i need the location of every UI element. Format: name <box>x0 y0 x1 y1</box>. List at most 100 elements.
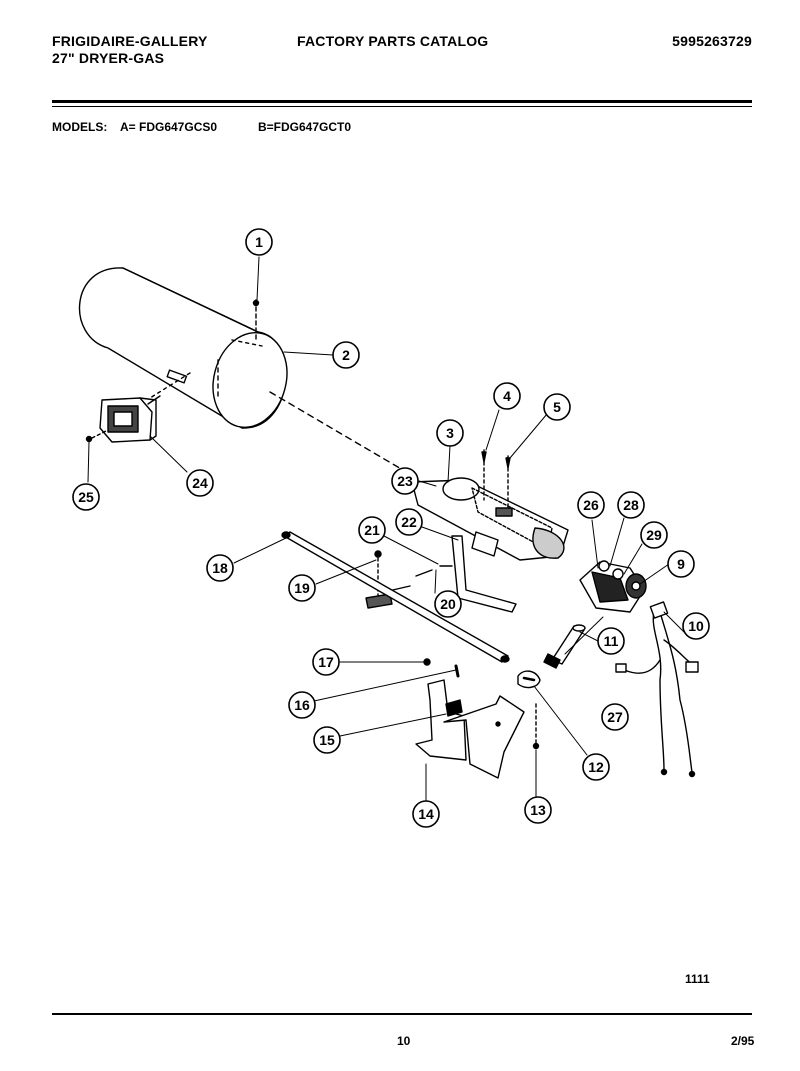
callout-number: 24 <box>192 475 208 491</box>
callout-number: 11 <box>604 633 619 649</box>
callout-number: 1 <box>255 234 263 250</box>
callout-17: 17 <box>312 648 340 676</box>
callout-20: 20 <box>434 590 462 618</box>
callout-9: 9 <box>667 550 695 578</box>
callout-number: 10 <box>688 618 704 634</box>
leader-lines <box>87 256 685 802</box>
callout-circle <box>395 508 423 536</box>
callout-13: 13 <box>524 796 552 824</box>
wiring-harness-part <box>615 601 699 778</box>
callout-2: 2 <box>332 341 360 369</box>
callout-3: 3 <box>436 419 464 447</box>
callout-circle <box>582 753 610 781</box>
callout-29: 29 <box>640 521 668 549</box>
callout-25: 25 <box>72 483 100 511</box>
callout-circle <box>391 467 419 495</box>
header-rule-thick <box>52 100 752 103</box>
callout-circle <box>313 726 341 754</box>
callout-number: 5 <box>553 399 561 415</box>
footer-rule <box>52 1013 752 1015</box>
callout-number: 29 <box>646 527 662 543</box>
gas-pipe-part <box>281 531 510 663</box>
drum-switch-part <box>85 372 191 443</box>
drawing-number: 1111 <box>685 972 710 986</box>
callout-number: 28 <box>623 497 639 513</box>
callout-number: 19 <box>294 580 310 596</box>
callout-number: 9 <box>677 556 685 572</box>
callout-circle <box>640 521 668 549</box>
callout-circle <box>617 491 645 519</box>
callout-number: 26 <box>583 497 599 513</box>
callout-circle <box>245 228 273 256</box>
callout-number: 22 <box>401 514 417 530</box>
callout-circle <box>436 419 464 447</box>
callout-10: 10 <box>682 612 710 640</box>
callout-11: 11 <box>597 627 625 655</box>
callout-number: 27 <box>607 709 623 725</box>
callout-number: 13 <box>530 802 546 818</box>
callout-circle <box>667 550 695 578</box>
gas-valve-part <box>579 560 647 613</box>
callout-24: 24 <box>186 469 214 497</box>
callout-circle <box>577 491 605 519</box>
callout-number: 23 <box>397 473 413 489</box>
catalog-title: FACTORY PARTS CATALOG <box>297 33 489 49</box>
callout-circle <box>206 554 234 582</box>
header-rule-thin <box>52 106 752 107</box>
callout-4: 4 <box>493 382 521 410</box>
callout-circle <box>682 612 710 640</box>
callout-22: 22 <box>395 508 423 536</box>
burner-assembly-part <box>411 449 569 561</box>
callout-circle <box>434 590 462 618</box>
callout-number: 12 <box>588 759 604 775</box>
catalog-brand: FRIGIDAIRE-GALLERY <box>52 33 208 49</box>
callout-circle <box>288 574 316 602</box>
callout-26: 26 <box>577 491 605 519</box>
models-line: MODELS: A= FDG647GCS0 B=FDG647GCT0 <box>52 120 351 134</box>
callout-number: 17 <box>318 654 334 670</box>
models-label: MODELS: <box>52 120 108 134</box>
burner-bracket-part <box>415 658 540 779</box>
callout-12: 12 <box>582 753 610 781</box>
callout-number: 2 <box>342 347 350 363</box>
callout-14: 14 <box>412 800 440 828</box>
callout-5: 5 <box>543 393 571 421</box>
callout-16: 16 <box>288 691 316 719</box>
callout-circle <box>72 483 100 511</box>
catalog-part-number: 5995263729 <box>672 33 752 49</box>
callout-circle <box>312 648 340 676</box>
callout-number: 16 <box>294 697 310 713</box>
callout-number: 4 <box>503 388 511 404</box>
callout-circle <box>358 516 386 544</box>
callout-number: 25 <box>78 489 94 505</box>
appliance-type: 27" DRYER-GAS <box>52 50 165 66</box>
model-b: B=FDG647GCT0 <box>258 120 352 134</box>
callout-circle <box>601 703 629 731</box>
callout-circle <box>524 796 552 824</box>
callout-number: 21 <box>364 522 380 538</box>
callout-21: 21 <box>358 516 386 544</box>
callout-circle <box>332 341 360 369</box>
callout-circle <box>186 469 214 497</box>
callout-15: 15 <box>313 726 341 754</box>
callout-circle <box>412 800 440 828</box>
model-a: A= FDG647GCS0 <box>120 120 218 134</box>
callout-number: 14 <box>418 806 434 822</box>
orifice-fitting-part <box>543 624 586 669</box>
callout-18: 18 <box>206 554 234 582</box>
callout-circle <box>597 627 625 655</box>
clip-part <box>517 670 541 689</box>
callout-circle <box>493 382 521 410</box>
page-number: 10 <box>397 1034 411 1048</box>
callout-number: 18 <box>212 560 228 576</box>
callout-number: 3 <box>446 425 454 441</box>
callout-23: 23 <box>391 467 419 495</box>
callout-1: 1 <box>245 228 273 256</box>
callout-circle <box>288 691 316 719</box>
drum-part <box>78 267 288 429</box>
catalog-date: 2/95 <box>731 1034 755 1048</box>
callout-28: 28 <box>617 491 645 519</box>
callout-number: 15 <box>319 732 335 748</box>
